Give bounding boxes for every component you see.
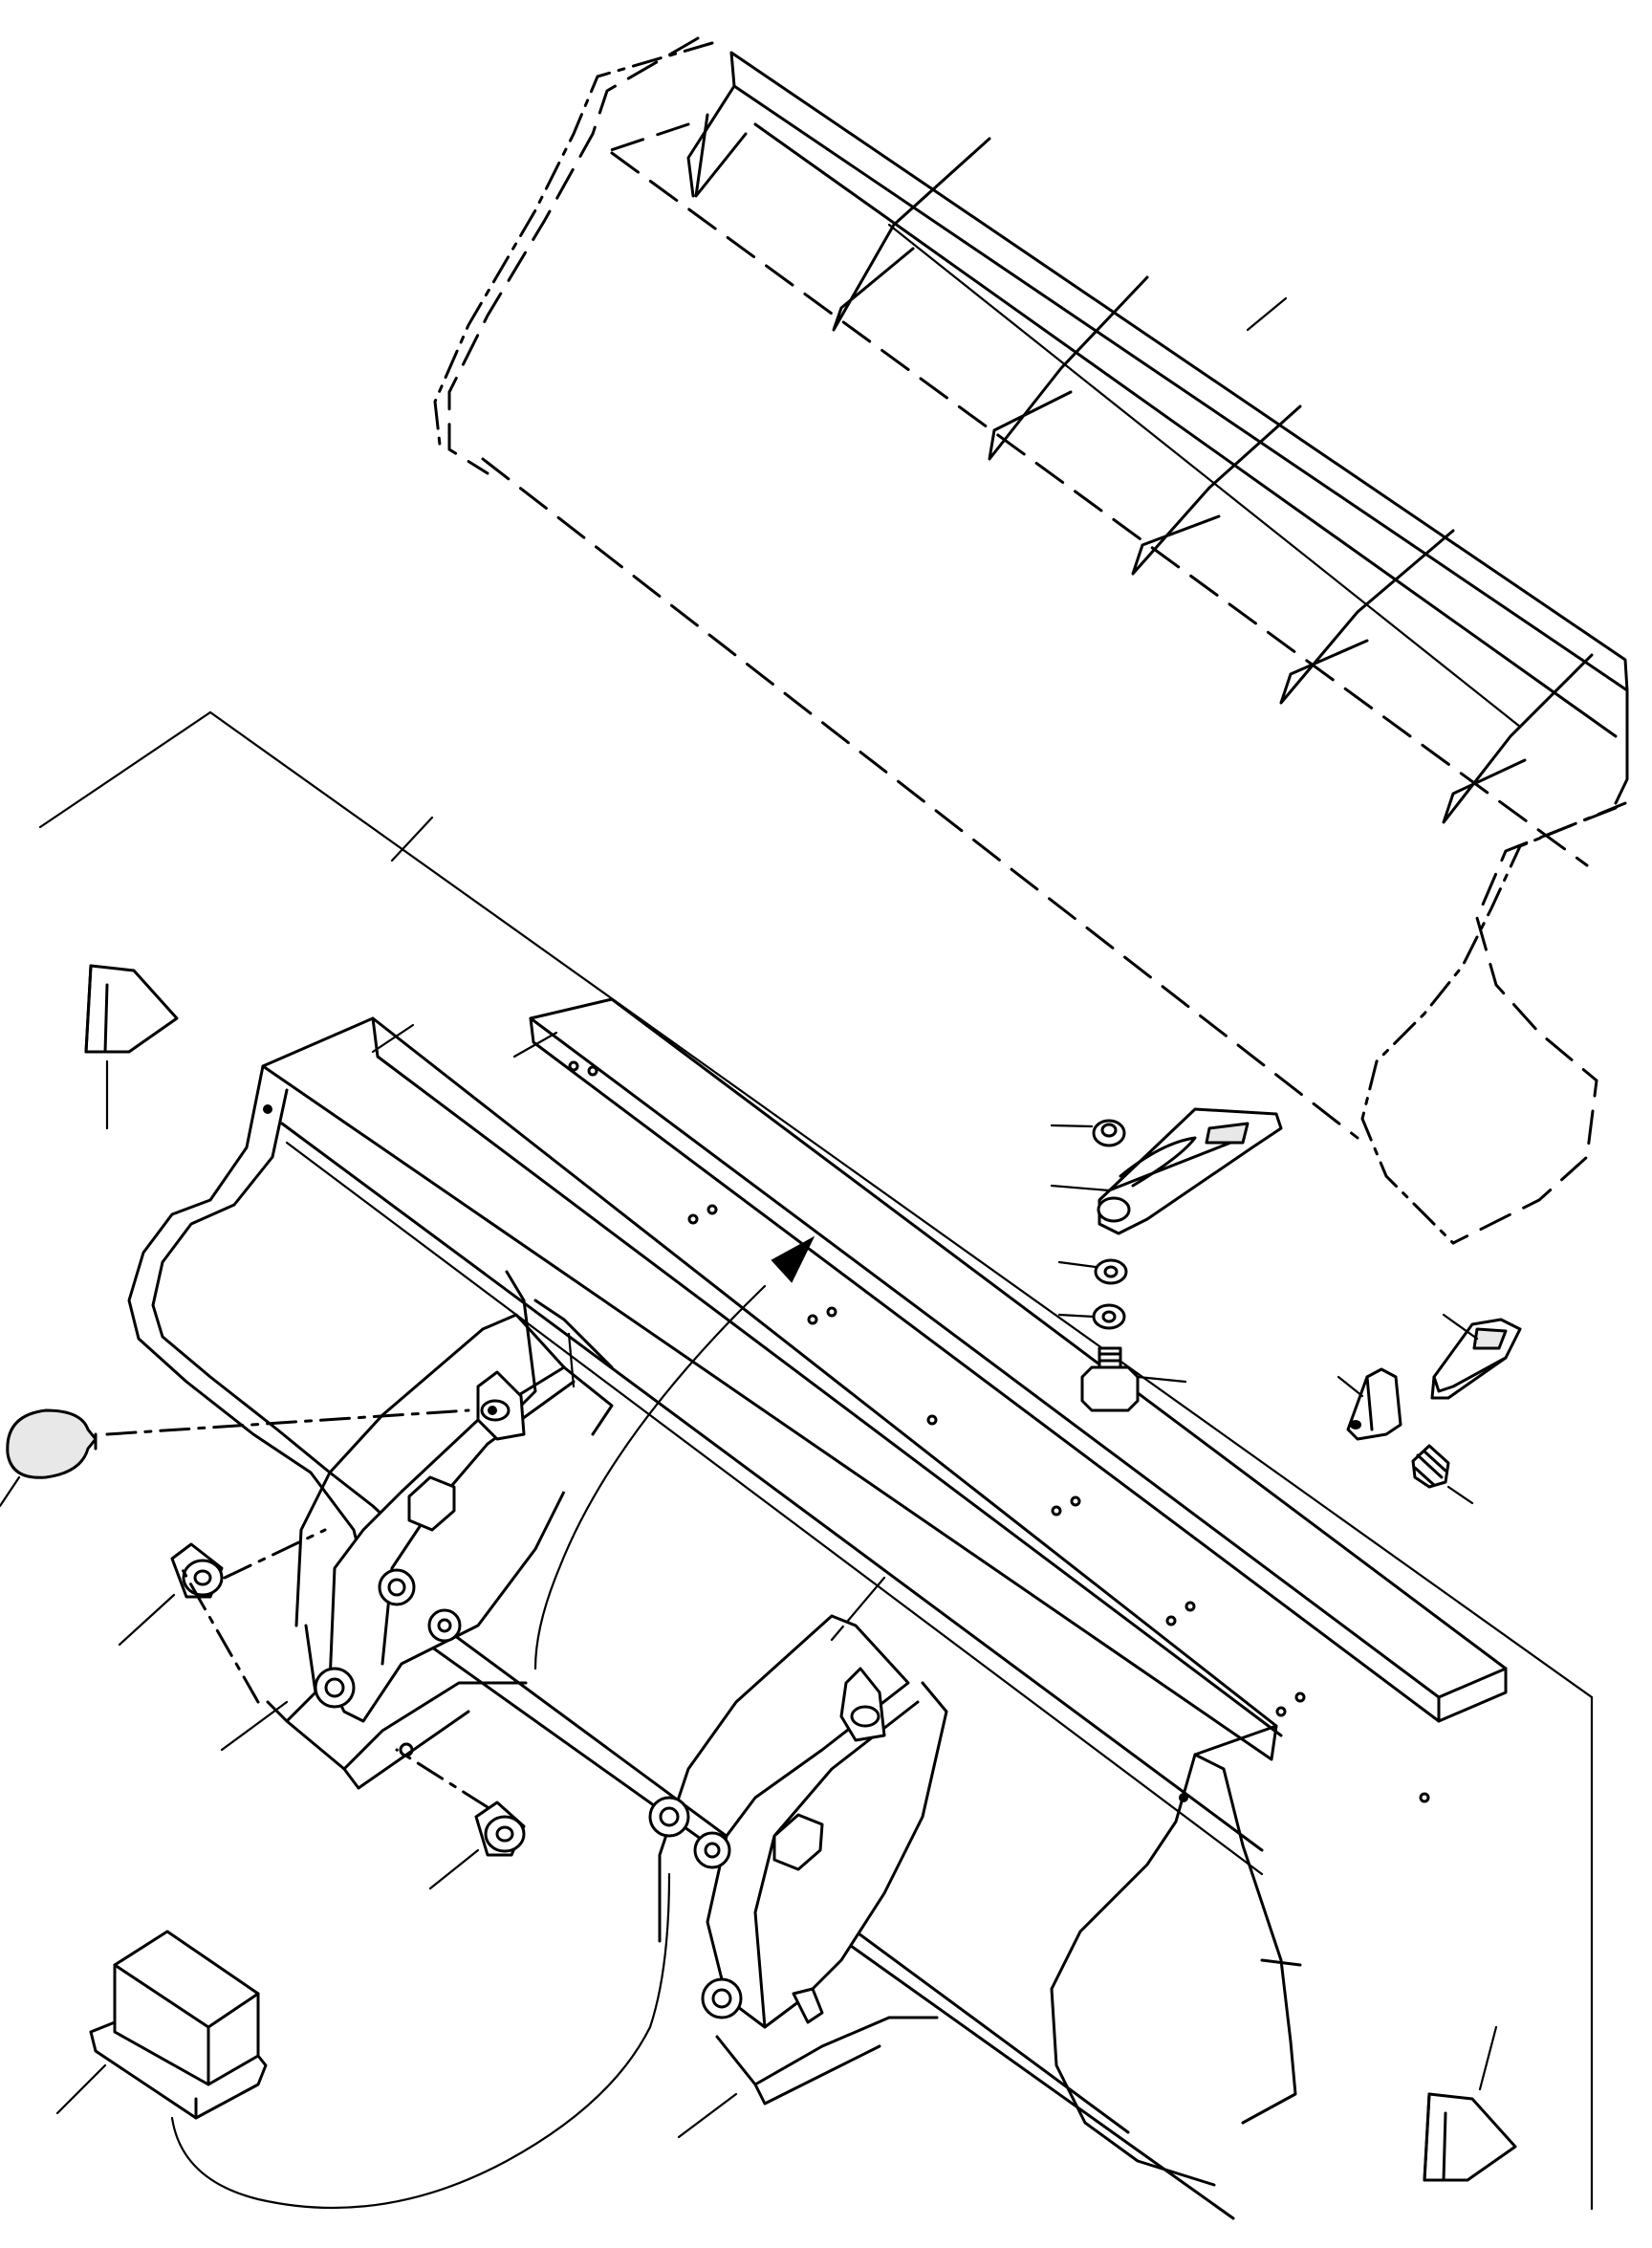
bushing-upper (118, 1528, 327, 1704)
storage-box (55, 1872, 671, 2210)
bolt (1080, 1346, 1187, 1412)
wear-pad-right (1423, 2025, 1517, 2182)
wear-pad-left (84, 964, 179, 1130)
leader-cutting-edge (512, 1031, 558, 1059)
bracket-right-pair (648, 1614, 948, 2106)
tooth-tip (1430, 1313, 1522, 1400)
assembly-boundary (38, 710, 1594, 2211)
bushing-lower (395, 1748, 526, 1890)
retainer-pin (1411, 1444, 1474, 1505)
leader-base-plate-right (677, 2092, 738, 2139)
leader-base-plate-left (220, 1700, 289, 1752)
washer (1057, 1258, 1128, 1285)
spill-guard-optional (433, 36, 1629, 1245)
rubber-stopper (0, 1408, 470, 1508)
bracket-stopper-upper (476, 1370, 526, 1441)
nut (1050, 1119, 1126, 1147)
tooth-adapter (1050, 1107, 1283, 1235)
leader-spill-guard (1246, 296, 1288, 332)
bracket-left-pair (266, 1270, 614, 1790)
direction-arrow (533, 1235, 815, 1670)
lock-washer (1057, 1303, 1126, 1330)
tooth-point (1337, 1367, 1402, 1441)
bucket-assembly (127, 1016, 1302, 2220)
cutting-edge-bar (529, 997, 1508, 1803)
leader-bucket (371, 1023, 415, 1054)
